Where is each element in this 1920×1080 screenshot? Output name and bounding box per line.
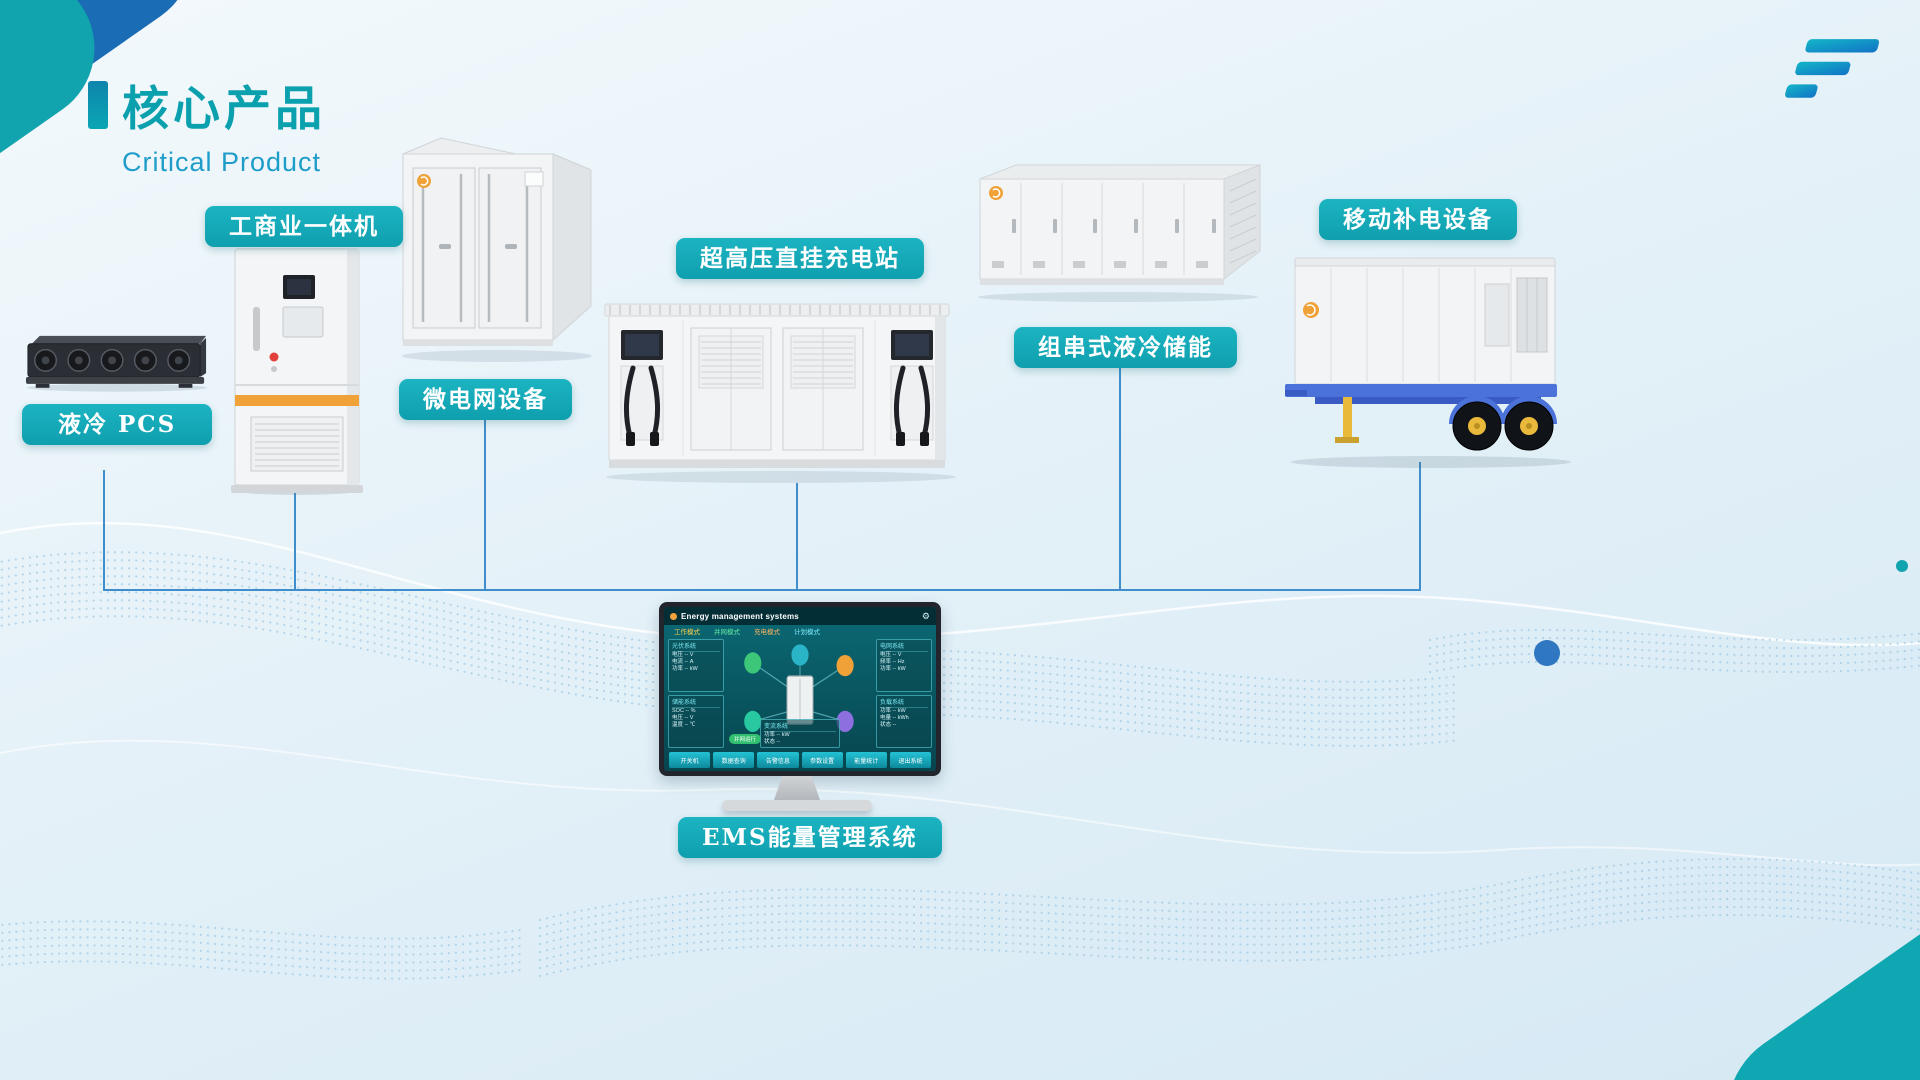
ems-logo-icon	[670, 612, 677, 620]
product-label-string-storage: 组串式液冷储能	[1014, 327, 1237, 368]
product-label-ems: EMS能量管理系统	[678, 817, 942, 858]
accent-dot-blue	[1534, 640, 1560, 666]
brand-mark-icon	[417, 174, 431, 188]
brand-logo-icon	[1778, 34, 1882, 111]
ems-monitor: Energy management systems ⚙ 工作模式 并网模式 充电…	[659, 602, 941, 811]
microgrid-equipment-image	[397, 126, 597, 369]
title-accent-bar	[88, 80, 108, 129]
storage-node-icon	[791, 644, 809, 666]
product-label-hv-charging: 超高压直挂充电站	[676, 238, 924, 279]
ems-panel-storage: 储能系统 SOC -- % 电压 -- V 温度 -- ℃	[668, 695, 724, 748]
ems-button: 告警信息	[757, 752, 799, 768]
ems-panel-pv: 光伏系统 电压 -- V 电流 -- A 功率 -- kW	[668, 639, 724, 692]
ems-status-bar: 工作模式 并网模式 充电模式 计划模式	[664, 625, 936, 637]
all-in-one-cabinet-image	[227, 245, 367, 500]
string-storage-image	[972, 149, 1264, 310]
monitor-stand	[774, 776, 820, 800]
ems-flow-diagram: 并网运行 变流系统 功率 -- kW 状态 --	[727, 639, 873, 748]
settings-icon: ⚙	[921, 610, 930, 621]
corner-accent-bottom-right-teal	[1693, 886, 1920, 1080]
page-title: 核心产品	[122, 82, 326, 135]
ems-panel-pcs: 变流系统 功率 -- kW 状态 --	[760, 719, 840, 748]
pv-node-icon	[744, 652, 762, 674]
page-subtitle: Critical Product	[122, 147, 322, 177]
grid-node-icon	[836, 654, 854, 677]
accent-dot-teal	[1896, 560, 1908, 572]
product-label-microgrid: 微电网设备	[399, 379, 572, 420]
ems-button-bar: 开关机 数据查询 告警信息 参数设置 能量统计 退出系统	[664, 750, 936, 771]
brand-mark-icon	[989, 186, 1003, 200]
monitor-base	[722, 800, 872, 811]
fan-icon	[34, 348, 191, 372]
ems-button: 开关机	[669, 752, 711, 768]
pcs-node-icon	[744, 710, 762, 733]
ems-button: 能量统计	[845, 752, 887, 768]
run-status-badge: 并网运行	[729, 734, 762, 744]
ems-panel-load: 负载系统 功率 -- kW 电量 -- kWh 状态 --	[876, 695, 932, 748]
ems-button: 退出系统	[889, 752, 932, 768]
product-label-all-in-one: 工商业一体机	[205, 206, 403, 247]
ems-panel-grid: 电网系统 电压 -- V 频率 -- Hz 功率 -- kW	[876, 639, 932, 692]
ems-title: Energy management systems	[681, 611, 799, 621]
status-light-icon	[269, 352, 279, 362]
hv-charging-station-image	[599, 296, 963, 489]
page-title-block: 核心产品 Critical Product	[88, 70, 326, 178]
ems-button: 参数设置	[801, 752, 843, 768]
status-item: 充电模式	[754, 629, 780, 636]
liquid-cooled-pcs-image	[24, 332, 210, 398]
ems-button: 数据查询	[713, 752, 755, 768]
ems-header: Energy management systems ⚙	[664, 607, 936, 625]
status-item: 工作模式	[674, 629, 700, 636]
mobile-charging-trailer-image	[1281, 250, 1573, 477]
ems-screen: Energy management systems ⚙ 工作模式 并网模式 充电…	[664, 607, 936, 771]
status-item: 并网模式	[714, 629, 740, 636]
monitor-bezel: Energy management systems ⚙ 工作模式 并网模式 充电…	[659, 602, 941, 776]
product-label-mobile-charging: 移动补电设备	[1319, 199, 1517, 240]
status-item: 计划模式	[794, 629, 820, 636]
product-label-liquid-cooled-pcs: 液冷 PCS	[22, 404, 213, 445]
